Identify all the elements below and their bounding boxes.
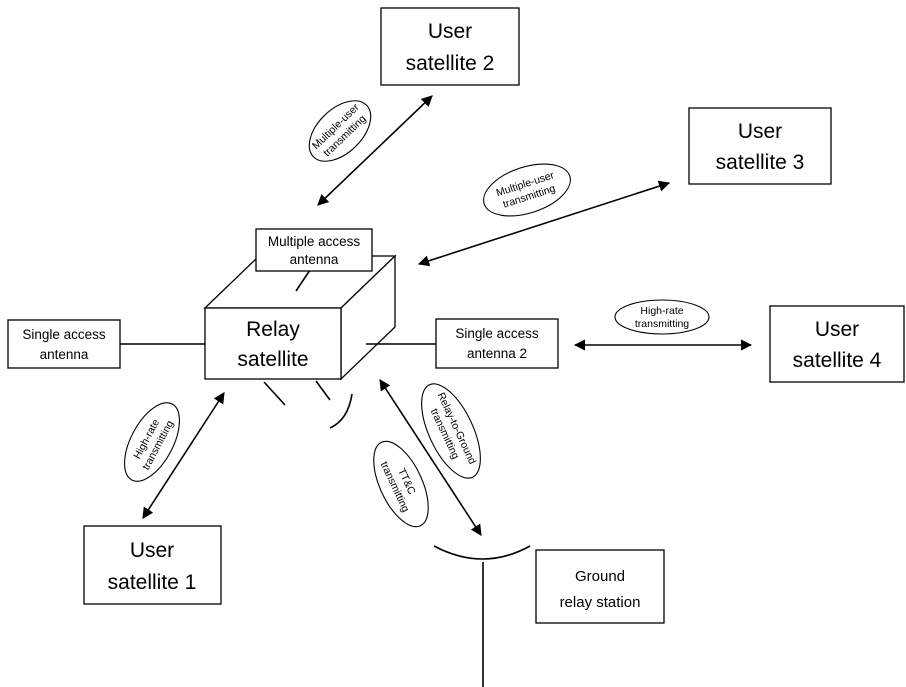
user-satellite-1-label-2: satellite 1 bbox=[108, 571, 197, 594]
user-satellite-2-label-1: User bbox=[428, 20, 472, 43]
multiple-access-antenna-mast bbox=[295, 269, 311, 292]
bottom-antenna-stub-right bbox=[315, 380, 331, 401]
bottom-dish-icon bbox=[329, 393, 353, 429]
single-access-antenna-2: Single access antenna 2 bbox=[435, 318, 559, 369]
multiple-user-oval-2: Multiple-user transmitting bbox=[308, 100, 372, 162]
ground-relay-station: Ground relay station bbox=[535, 549, 665, 624]
ground-dish-icon bbox=[433, 545, 531, 560]
link-arrow-user-1 bbox=[142, 392, 225, 519]
user-satellite-1-label-1: User bbox=[130, 539, 174, 562]
relay-satellite-label-2: satellite bbox=[237, 348, 308, 371]
oval-text-2: transmitting bbox=[635, 318, 689, 330]
user-satellite-2: User satellite 2 bbox=[380, 7, 520, 86]
high-rate-oval-4: High-rate transmitting bbox=[614, 299, 710, 335]
link-arrow-user-2 bbox=[317, 95, 433, 206]
multiple-access-antenna: Multiple access antenna bbox=[255, 228, 373, 272]
user-satellite-3: User satellite 3 bbox=[688, 107, 832, 185]
multiple-access-antenna-label-1: Multiple access bbox=[268, 234, 361, 249]
ground-station-label-1: Ground bbox=[575, 568, 625, 585]
user-satellite-3-label-1: User bbox=[738, 120, 782, 143]
multiple-access-antenna-label-2: antenna bbox=[290, 252, 339, 267]
relay-to-ground-oval: Relay-to-Ground transmitting bbox=[421, 383, 481, 479]
high-rate-oval-1: High-rate transmitting bbox=[124, 402, 180, 482]
single-access-antenna-2-label-2: antenna 2 bbox=[467, 346, 527, 361]
oval-text-1: High-rate bbox=[640, 305, 683, 317]
link-arrow-user-3 bbox=[417, 180, 671, 267]
ttc-oval: TT&C transmitting bbox=[373, 440, 429, 528]
relay-satellite-label-1: Relay bbox=[246, 318, 300, 341]
single-access-antenna: Single access antenna bbox=[7, 319, 121, 369]
single-access-antenna-label-1: Single access bbox=[22, 327, 106, 342]
cube-front-face bbox=[204, 307, 342, 380]
user-satellite-3-label-2: satellite 3 bbox=[716, 151, 805, 174]
user-satellite-4-label-1: User bbox=[815, 318, 859, 341]
bottom-antenna-stub-left bbox=[263, 381, 286, 406]
user-satellite-1: User satellite 1 bbox=[83, 525, 222, 605]
single-access-antenna-2-label-1: Single access bbox=[455, 326, 539, 341]
user-satellite-4-label-2: satellite 4 bbox=[793, 349, 882, 372]
link-arrow-ground bbox=[379, 379, 482, 536]
relay-satellite: Relay satellite bbox=[203, 254, 397, 381]
single-access-antenna-label-2: antenna bbox=[40, 347, 89, 362]
user-satellite-2-label-2: satellite 2 bbox=[406, 52, 495, 75]
multiple-user-oval-3: Multiple-user transmitting bbox=[483, 163, 571, 217]
user-satellite-4: User satellite 4 bbox=[769, 305, 905, 383]
ground-station-label-2: relay station bbox=[560, 594, 641, 611]
